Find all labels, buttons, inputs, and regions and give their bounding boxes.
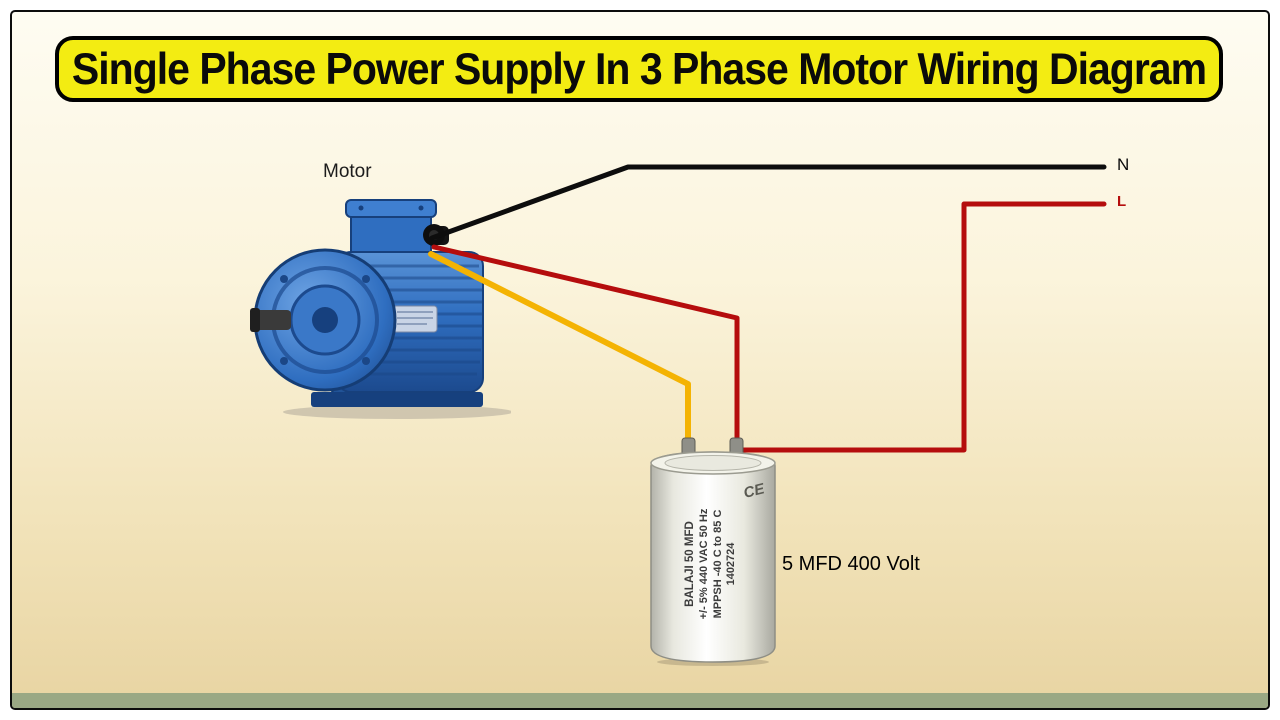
capacitor-print-line2: +/- 5% 440 VAC 50 Hz [698,508,710,619]
capacitor-top-inner [664,455,762,471]
title-banner: Single Phase Power Supply In 3 Phase Mot… [55,36,1223,102]
motor-shaft [250,308,291,332]
neutral-terminal-label: N [1117,155,1130,174]
capacitor-print-line3: MPPSH -40 C to 85 C [712,510,724,619]
motor-label: Motor [323,161,372,182]
capacitor-print-line1: BALAJI 50 MFD [684,521,696,607]
diagram-frame [10,10,1270,710]
capacitor-illustration: CE BALAJI 50 MFD +/- 5% 440 VAC 50 Hz MP… [650,437,776,666]
motor-illustration [250,199,511,419]
motor-shadow [283,405,511,419]
line-terminal-label: L [1117,193,1127,210]
capacitor-value-label: 5 MFD 400 Volt [782,553,920,575]
footer-strip [12,693,1268,708]
page-title: Single Phase Power Supply In 3 Phase Mot… [71,43,1207,94]
cable-gland-icon [423,224,449,246]
terminal-box [345,199,437,261]
capacitor-print-line4: 1402724 [725,542,737,586]
ce-mark: CE [742,480,767,502]
